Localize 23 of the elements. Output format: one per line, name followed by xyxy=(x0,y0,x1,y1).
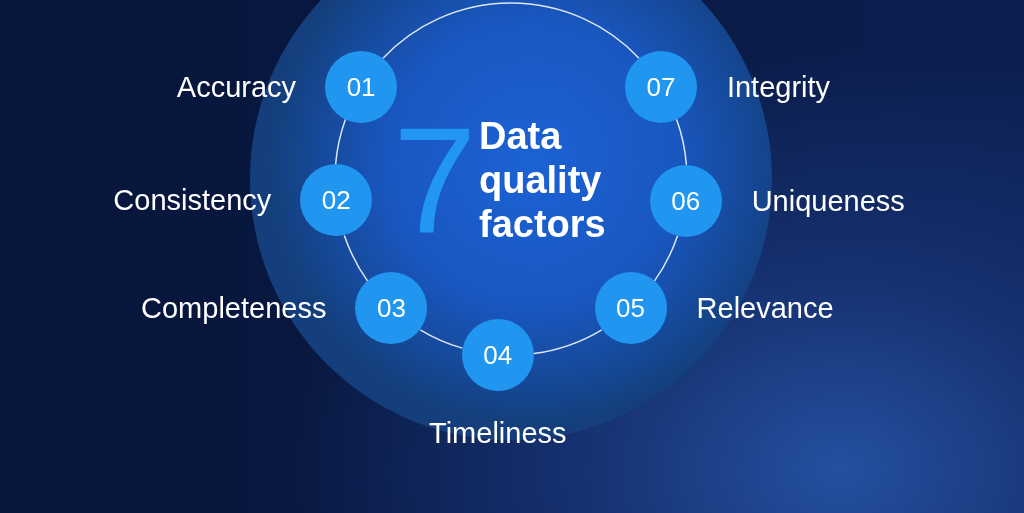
factor-label: Uniqueness xyxy=(751,183,905,218)
factor-label: Consistency xyxy=(113,183,272,218)
ring-arc xyxy=(382,2,640,59)
step-number: 04 xyxy=(483,340,513,369)
ring-arc xyxy=(334,118,347,166)
factor-label: Completeness xyxy=(141,291,327,326)
step-number: 05 xyxy=(616,294,646,323)
step-number: 01 xyxy=(346,72,376,101)
factor-label: Timeliness xyxy=(429,415,567,450)
numeral: 7 xyxy=(393,120,477,240)
factor-label: Integrity xyxy=(726,69,831,104)
step-number: 03 xyxy=(376,294,406,323)
ring-arc xyxy=(419,329,464,349)
step-number: 02 xyxy=(321,186,351,215)
ring-arc xyxy=(533,329,603,355)
heading: Data quality factors xyxy=(479,114,607,246)
step-number: 07 xyxy=(646,72,676,101)
ring-arc xyxy=(343,234,369,282)
ring-arc xyxy=(675,118,688,166)
ring-arc xyxy=(653,235,679,282)
factor-label: Accuracy xyxy=(176,69,297,104)
factor-label: Relevance xyxy=(696,291,834,326)
step-number: 06 xyxy=(671,186,701,215)
